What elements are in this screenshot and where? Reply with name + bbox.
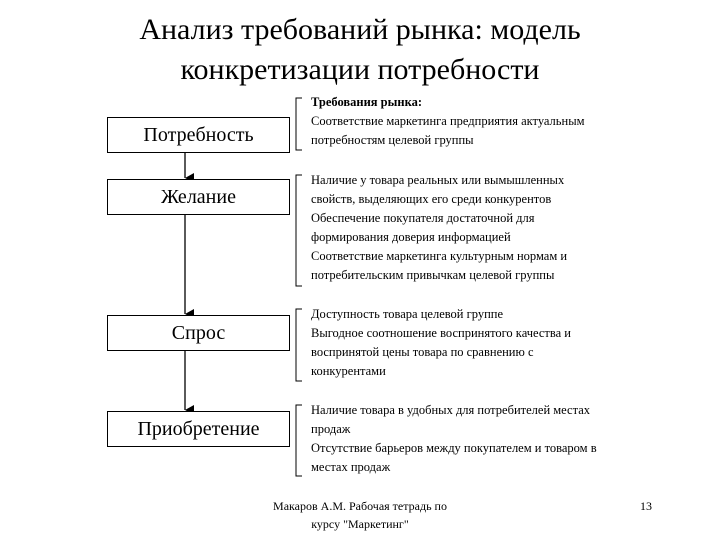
requirement-line: формирования доверия информацией: [311, 230, 511, 244]
stage-box-want: Желание: [107, 179, 290, 215]
stage-box-demand: Спрос: [107, 315, 290, 351]
bracket-group-2: [295, 174, 302, 287]
requirement-line: Наличие товара в удобных для потребителе…: [311, 403, 590, 417]
slide-title-line-1: Анализ требований рынка: модель: [139, 13, 581, 46]
requirements-heading: Требования рынка:: [311, 95, 423, 109]
requirement-line: Доступность товара целевой группе: [311, 307, 504, 321]
requirement-line: Обеспечение покупателя достаточной для: [311, 211, 535, 225]
footer-author-line-2: курсу "Маркетинг": [311, 517, 409, 531]
bracket-group-4: [295, 404, 302, 477]
page-number: 13: [640, 499, 652, 513]
requirement-line: конкурентами: [311, 364, 386, 378]
requirement-line: Соответствие маркетинга предприятия акту…: [311, 114, 585, 128]
stage-box-purchase: Приобретение: [107, 411, 290, 447]
requirement-line: местах продаж: [311, 460, 391, 474]
stage-box-need: Потребность: [107, 117, 290, 153]
requirement-line: Наличие у товара реальных или вымышленны…: [311, 173, 565, 187]
requirements-group-need: Требования рынка: Соответствие маркетинг…: [309, 93, 679, 150]
requirement-line: Отсутствие барьеров между покупателем и …: [311, 441, 597, 455]
requirements-group-demand: Доступность товара целевой группе Выгодн…: [309, 305, 679, 381]
slide-title: Анализ требований рынка: модель конкрети…: [0, 10, 720, 90]
requirements-group-purchase: Наличие товара в удобных для потребителе…: [309, 401, 679, 477]
requirement-line: продаж: [311, 422, 351, 436]
slide-title-line-2: конкретизации потребности: [180, 53, 540, 86]
requirement-line: Соответствие маркетинга культурным норма…: [311, 249, 568, 263]
requirements-group-want: Наличие у товара реальных или вымышленны…: [309, 171, 679, 285]
footer-author-line-1: Макаров А.М. Рабочая тетрадь по: [273, 499, 447, 513]
bracket-group-3: [295, 308, 302, 382]
requirement-line: потребительским привычкам целевой группы: [311, 268, 555, 282]
requirement-line: воспринятой цены товара по сравнению с: [311, 345, 534, 359]
requirement-line: Выгодное соотношение воспринятого качест…: [311, 326, 571, 340]
requirement-line: потребностям целевой группы: [311, 133, 474, 147]
bracket-group-1: [295, 97, 302, 151]
requirement-line: свойств, выделяющих его среди конкуренто…: [311, 192, 552, 206]
footer-author: Макаров А.М. Рабочая тетрадь по курсу "М…: [240, 497, 480, 533]
